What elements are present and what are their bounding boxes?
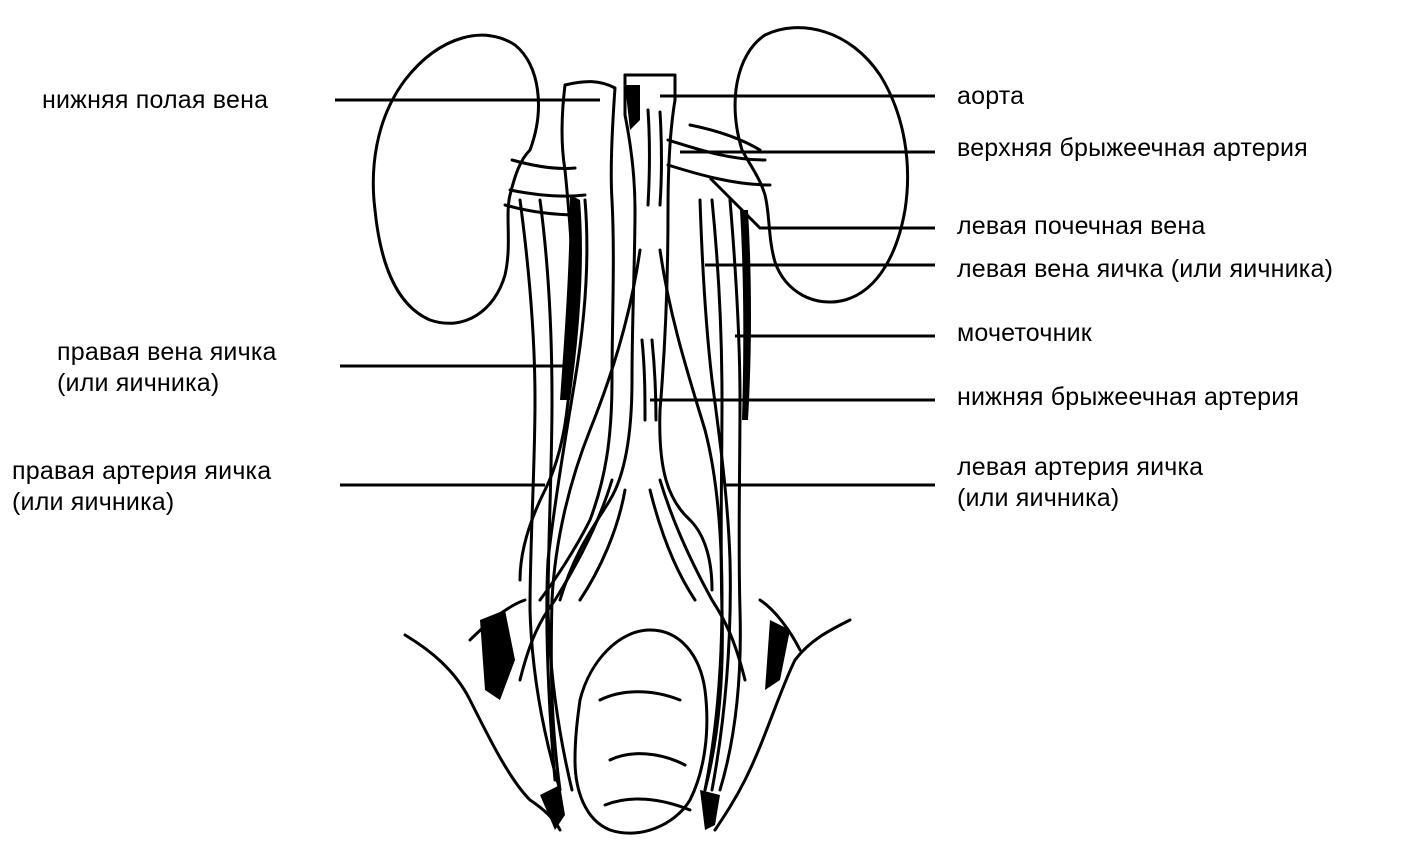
inferior-mesenteric-artery: [640, 338, 658, 422]
label-left-renal-vein: левая почечная вена: [957, 212, 1206, 240]
left-ureter: [703, 198, 742, 792]
left-pelvic-shadow: [765, 620, 790, 690]
bladder: [573, 628, 709, 835]
leader-left-renal-vein: [708, 176, 935, 230]
label-inferior-mesenteric-artery: нижняя брыжеечная артерия: [957, 383, 1300, 411]
label-left-testicular-artery: левая артерия яичка (или яичника): [957, 453, 1204, 512]
pelvis-outline: [403, 598, 852, 832]
label-superior-mesenteric-artery: верхняя брыжеечная артерия: [957, 134, 1308, 162]
aorta-shadow: [625, 85, 640, 130]
bladder-detail: [598, 690, 692, 812]
left-testicular-artery: [658, 248, 724, 792]
ivc-shadow: [560, 195, 582, 400]
label-aorta: аорта: [957, 82, 1025, 110]
left-ureter-shadow: [740, 210, 751, 420]
right-ureter: [518, 198, 574, 792]
right-pelvic-shadow: [480, 610, 515, 700]
left-renal-vein: [666, 123, 772, 187]
label-right-testicular-artery: правая артерия яичка (или яичника): [12, 457, 272, 516]
right-testicular-artery: [549, 248, 642, 792]
label-right-testicular-vein: правая вена яичка (или яичника): [57, 338, 277, 397]
label-ureter: мочеточник: [957, 319, 1092, 347]
left-testicular-vein: [698, 198, 732, 792]
iliac-vessels: [518, 478, 747, 682]
bottom-left-shadow: [540, 785, 565, 830]
right-testicular-vein: [545, 198, 589, 782]
superior-mesenteric-artery: [646, 108, 663, 207]
label-left-testicular-vein: левая вена яичка (или яичника): [957, 255, 1334, 283]
aorta: [623, 73, 714, 592]
left-kidney: [733, 26, 910, 304]
bottom-right-shadow: [700, 790, 720, 830]
inferior-vena-cava: [538, 80, 617, 602]
right-kidney: [371, 33, 540, 325]
label-inferior-vena-cava: нижняя полая вена: [42, 86, 269, 114]
